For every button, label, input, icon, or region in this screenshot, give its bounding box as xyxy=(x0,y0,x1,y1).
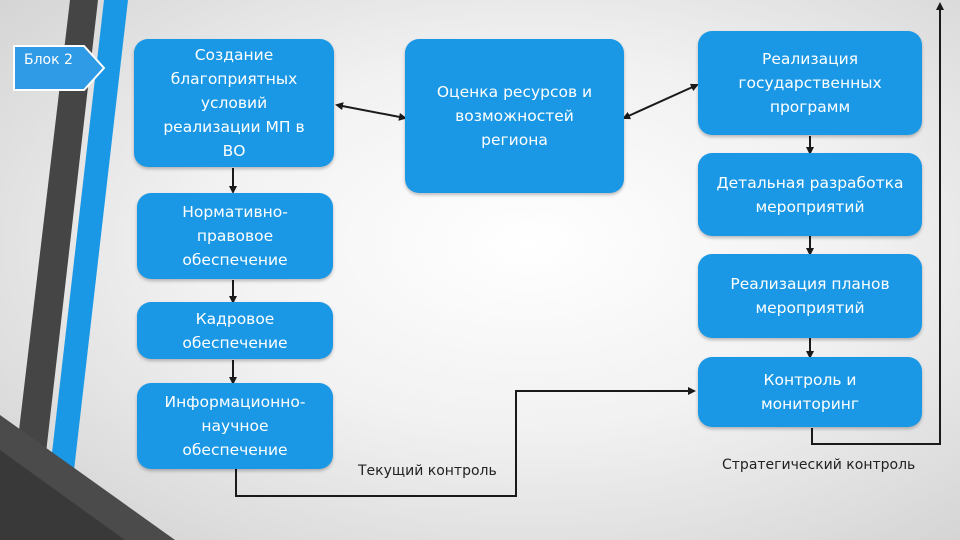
node-resource-assessment-text: Оценка ресурсов и возможностей региона xyxy=(437,80,592,152)
node-plans-implementation-text: Реализация планов мероприятий xyxy=(730,272,889,320)
node-resource-assessment: Оценка ресурсов и возможностей региона xyxy=(405,39,624,193)
node-favorable-conditions: Создание благоприятных условий реализаци… xyxy=(134,39,334,167)
node-monitoring: Контроль и мониторинг xyxy=(698,357,922,427)
node-normative-support: Нормативно- правовое обеспечение xyxy=(137,193,333,279)
node-personnel-support-text: Кадровое обеспечение xyxy=(182,307,287,355)
node-favorable-conditions-text: Создание благоприятных условий реализаци… xyxy=(163,43,304,163)
arrow-conditions-resources xyxy=(337,105,405,118)
node-info-support: Информационно- научное обеспечение xyxy=(137,383,333,469)
node-state-programs-text: Реализация государственных программ xyxy=(738,47,881,119)
node-monitoring-text: Контроль и мониторинг xyxy=(761,368,859,416)
node-state-programs: Реализация государственных программ xyxy=(698,31,922,135)
node-personnel-support: Кадровое обеспечение xyxy=(137,302,333,359)
node-normative-support-text: Нормативно- правовое обеспечение xyxy=(182,200,288,272)
node-plans-implementation: Реализация планов мероприятий xyxy=(698,254,922,338)
node-detailed-planning: Детальная разработка мероприятий xyxy=(698,153,922,236)
caption-current-control: Текущий контроль xyxy=(358,463,497,479)
caption-strategic-control: Стратегический контроль xyxy=(722,457,915,473)
node-detailed-planning-text: Детальная разработка мероприятий xyxy=(717,171,904,219)
arrow-resources-programs xyxy=(624,85,697,118)
node-info-support-text: Информационно- научное обеспечение xyxy=(165,390,306,462)
